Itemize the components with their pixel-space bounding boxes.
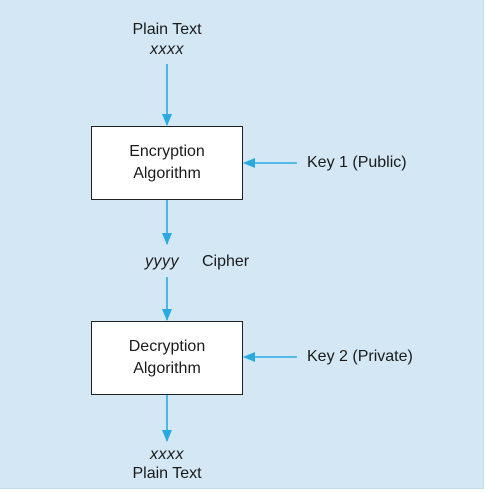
decryption-box-line1: Decryption xyxy=(128,338,206,355)
encryption-box-line1: Encryption xyxy=(129,143,205,160)
encryption-algorithm-box: Encryption Algorithm xyxy=(91,126,243,200)
key1-label: Key 1 (Public) xyxy=(307,154,407,171)
cipher-value: yyyy xyxy=(145,253,179,270)
bottom-plaintext-title: Plain Text xyxy=(132,465,202,482)
cipher-label: Cipher xyxy=(202,253,250,270)
bottom-plaintext-value: xxxx xyxy=(150,446,184,463)
decryption-box-line2: Algorithm xyxy=(133,360,201,377)
top-plaintext-title: Plain Text xyxy=(132,21,202,38)
top-plaintext-value: xxxx xyxy=(150,41,184,58)
decryption-algorithm-box: Decryption Algorithm xyxy=(91,321,243,395)
encryption-box-line2: Algorithm xyxy=(133,165,201,182)
key2-label: Key 2 (Private) xyxy=(307,348,413,365)
